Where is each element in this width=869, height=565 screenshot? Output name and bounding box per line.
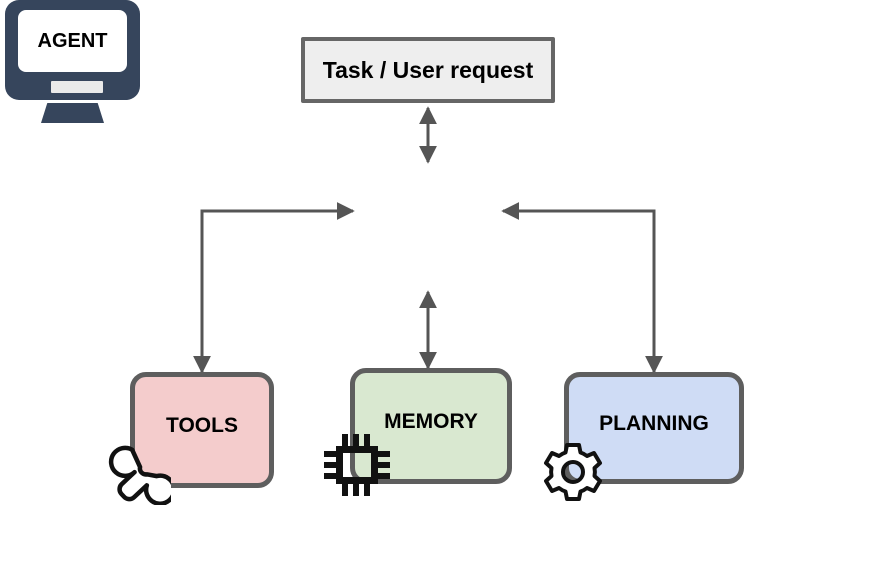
monitor-body: AGENT [5,0,140,100]
task-user-request-label: Task / User request [322,56,534,83]
planning-label: PLANNING [599,412,709,435]
gear-icon [544,443,602,501]
edge-agent-tools [193,202,355,374]
cpu-chip-icon [324,434,390,496]
edge-agent-planning [501,202,663,374]
agent-node[interactable]: AGENT [0,0,145,132]
monitor-screen: AGENT [18,10,127,72]
memory-label: MEMORY [384,410,478,433]
monitor-bar [51,81,103,93]
wrench-icon [108,445,171,505]
agent-label: AGENT [37,29,108,52]
planning-node[interactable]: PLANNING [564,372,744,484]
tools-label: TOOLS [166,414,238,437]
task-user-request-node[interactable]: Task / User request [301,37,555,103]
tools-node[interactable]: TOOLS [130,372,274,488]
monitor-stand [41,103,104,123]
